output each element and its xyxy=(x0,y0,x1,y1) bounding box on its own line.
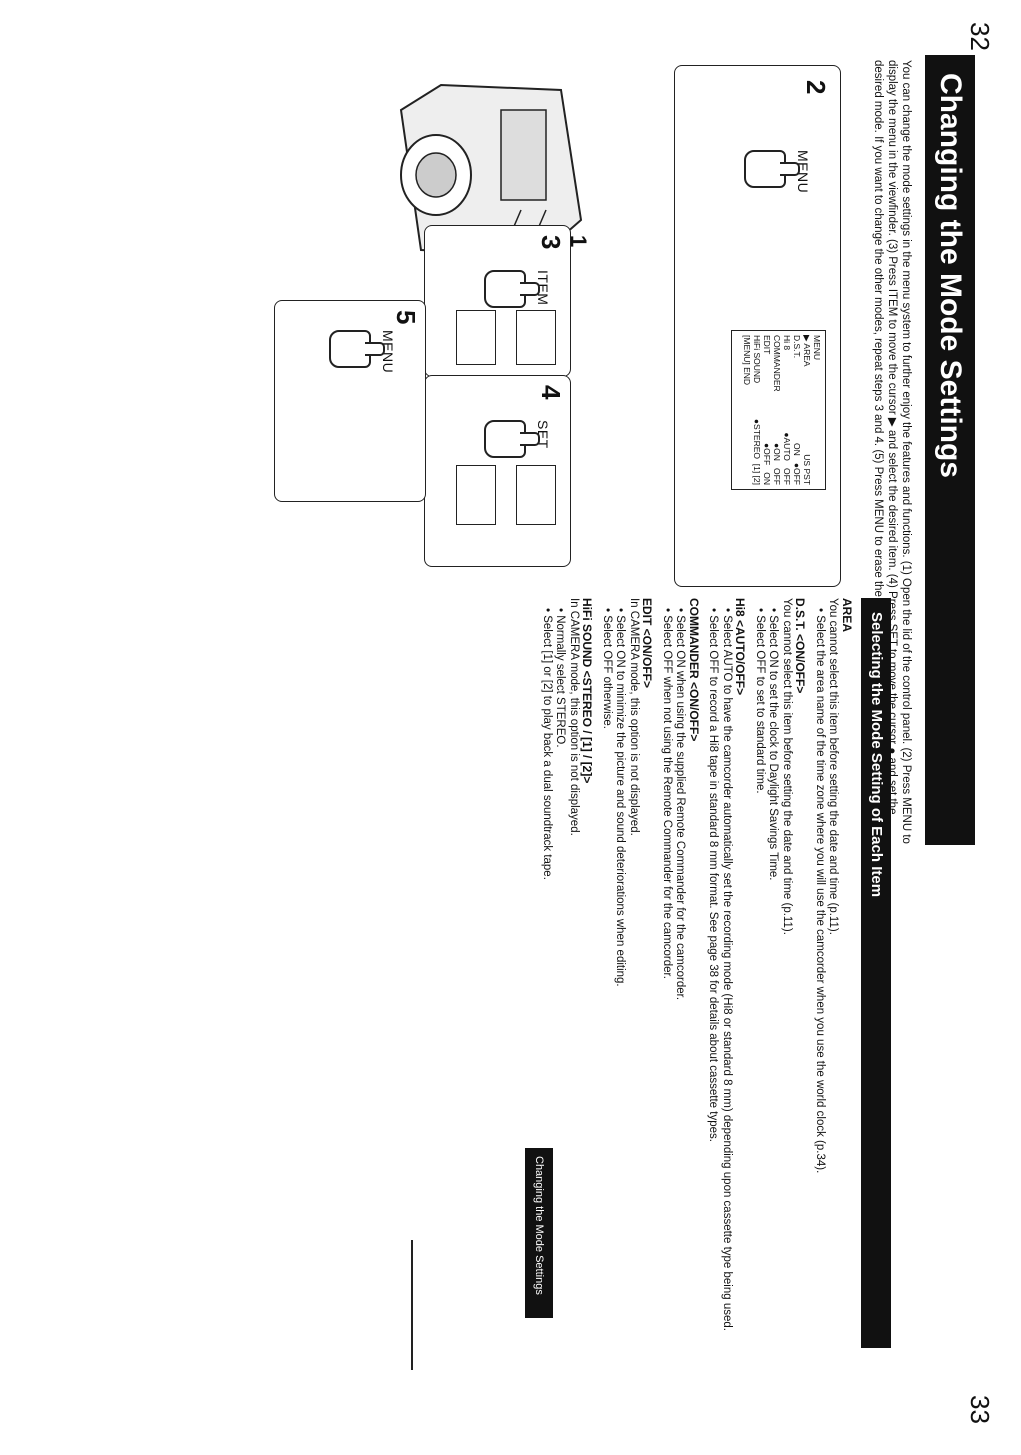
mode-settings-list: AREA You cannot select this item before … xyxy=(534,598,854,1348)
step-4-number: 4 xyxy=(536,385,566,400)
setting-bullet: Select OFF otherwise. xyxy=(600,608,613,1348)
menu-row: [MENU] END xyxy=(742,335,752,386)
step-2-number: 2 xyxy=(801,80,831,95)
setting-edit: EDIT <ON/OFF> In CAMERA mode, this optio… xyxy=(600,598,655,1348)
step-5-number: 5 xyxy=(391,310,421,325)
menu-row: EDIT●OFF ON xyxy=(762,335,772,485)
page-number-left: 32 xyxy=(965,22,995,51)
setting-bullet: Select ON to minimize the picture and so… xyxy=(613,608,627,1348)
menu-row: COMMANDER●ON OFF xyxy=(772,335,782,485)
setting-heading: HiFi SOUND <STEREO / [1] / [2]> xyxy=(580,598,595,784)
menu-display-small xyxy=(516,465,556,525)
setting-text: In CAMERA mode, this option is not displ… xyxy=(568,598,580,836)
setting-heading: Hi8 <AUTO/OFF> xyxy=(733,598,748,696)
pressing-hand-icon xyxy=(484,420,526,458)
pressing-hand-icon xyxy=(329,330,371,368)
footer-section-tab: Changing the Mode Settings xyxy=(525,1148,553,1318)
setting-area: AREA You cannot select this item before … xyxy=(813,598,854,1348)
menu-header: MENU xyxy=(812,335,822,361)
pressing-hand-icon xyxy=(744,150,786,188)
setting-bullet: Select OFF when not using the Remote Com… xyxy=(660,608,673,1348)
menu-display-small xyxy=(516,310,556,365)
setting-text: You cannot select this item before setti… xyxy=(781,598,793,935)
section-header: Selecting the Mode Setting of Each Item xyxy=(861,598,891,1348)
step-2-frame xyxy=(674,65,841,587)
setting-bullet: Select ON when using the supplied Remote… xyxy=(673,608,687,1348)
menu-row: D.S.T.ON ●OFF xyxy=(792,335,802,485)
menu-row: Hi 8●AUTO OFF xyxy=(782,335,792,485)
page-number-right: 33 xyxy=(965,1395,995,1424)
setting-heading: EDIT <ON/OFF> xyxy=(640,598,655,689)
setting-heading: AREA xyxy=(840,598,854,633)
setting-text: In CAMERA mode, this option is not displ… xyxy=(628,598,640,836)
menu-display-small xyxy=(456,465,496,525)
setting-heading: COMMANDER <ON/OFF> xyxy=(687,598,701,742)
setting-text: You cannot select this item before setti… xyxy=(827,598,840,935)
menu-display-small xyxy=(456,310,496,365)
setting-dst: D.S.T. <ON/OFF> You cannot select this i… xyxy=(753,598,808,1348)
setting-bullet: Select the area name of the time zone wh… xyxy=(813,608,826,1348)
setting-bullet: Select OFF to set to standard time. xyxy=(753,608,766,1348)
setting-hi8: Hi8 <AUTO/OFF> Select AUTO to have the c… xyxy=(706,598,748,1348)
setting-commander: COMMANDER <ON/OFF> Select ON when using … xyxy=(660,598,701,1348)
setting-heading: D.S.T. <ON/OFF> xyxy=(793,598,808,694)
setting-bullet: Select AUTO to have the camcorder automa… xyxy=(720,608,733,1348)
setting-bullet: Normally select STEREO. xyxy=(553,608,567,1348)
setting-bullet: Select ON to set the clock to Daylight S… xyxy=(766,608,780,1348)
pressing-hand-icon xyxy=(484,270,526,308)
menu-row: HiFi SOUND●STEREO [1] [2] xyxy=(752,335,762,485)
footer-rule xyxy=(411,1240,413,1370)
step-3-number: 3 xyxy=(536,235,566,250)
setting-bullet: Select OFF to record a Hi8 tape in stand… xyxy=(706,608,720,1348)
page-title: Changing the Mode Settings xyxy=(925,55,975,845)
